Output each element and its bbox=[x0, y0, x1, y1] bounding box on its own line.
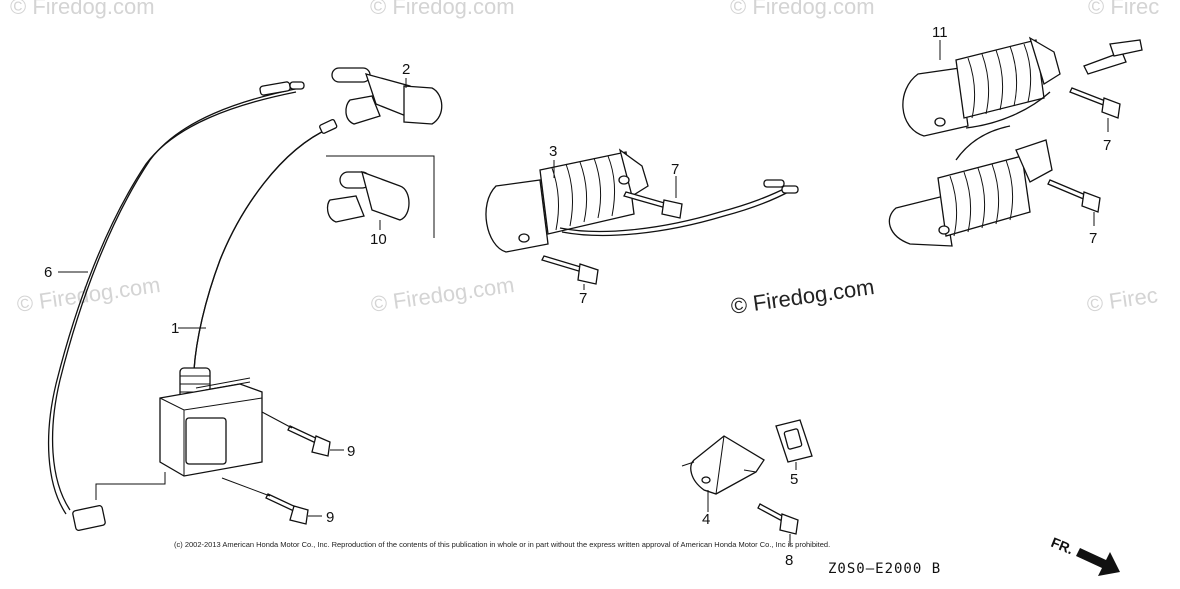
callout-10: 10 bbox=[370, 231, 387, 248]
callout-9-lower: 9 bbox=[326, 509, 334, 526]
part-11-lighting-coil bbox=[888, 36, 1061, 247]
watermark-top-edge: © Firec bbox=[1088, 0, 1159, 19]
callout-8: 8 bbox=[785, 552, 793, 569]
part-6-wire-harness bbox=[47, 81, 305, 531]
part-9-bolt-upper bbox=[261, 411, 344, 457]
part-10-plug-cap-alternate bbox=[326, 155, 435, 238]
front-indicator-label: FR. bbox=[1049, 534, 1076, 557]
part-8-bolt bbox=[757, 503, 799, 546]
callout-6: 6 bbox=[44, 264, 52, 281]
part-4-bracket bbox=[681, 435, 765, 512]
part-7-bolt-upper-middle bbox=[623, 176, 683, 219]
callout-7-upper-middle: 7 bbox=[671, 161, 679, 178]
callout-5: 5 bbox=[790, 471, 798, 488]
watermark-top-left: © Firedog.com bbox=[10, 0, 155, 19]
callout-3: 3 bbox=[549, 143, 557, 160]
part-5-plate bbox=[775, 419, 813, 470]
callout-7-lower-right: 7 bbox=[1089, 230, 1097, 247]
part-7-bolt-upper-right bbox=[1069, 39, 1143, 132]
callout-7-lower-middle: 7 bbox=[579, 290, 587, 307]
part-1-ignition-coil bbox=[159, 119, 338, 477]
watermark-mid-center: © Firedog.com bbox=[369, 272, 516, 317]
part-2-spark-plug-cap bbox=[331, 67, 443, 125]
callout-7-upper-right: 7 bbox=[1103, 137, 1111, 154]
part-7-bolt-lower-middle bbox=[541, 255, 599, 290]
watermark-top-center: © Firedog.com bbox=[370, 0, 515, 19]
part-7-bolt-lower-right bbox=[1047, 179, 1101, 226]
watermark-main: © Firedog.com bbox=[729, 274, 876, 319]
watermark-top-right: © Firedog.com bbox=[730, 0, 875, 19]
watermark-mid-right: © Firec bbox=[1085, 282, 1159, 317]
callout-9-upper: 9 bbox=[347, 443, 355, 460]
callout-1: 1 bbox=[171, 320, 179, 337]
copyright-notice: (c) 2002-2013 American Honda Motor Co., … bbox=[174, 540, 830, 549]
callout-labels: 1 2 3 4 5 6 7 7 7 7 8 9 9 10 11 bbox=[44, 24, 1111, 569]
part-9-bolt-lower bbox=[221, 477, 322, 525]
diagram-code: Z0S0—E2000 B bbox=[828, 561, 941, 577]
callout-4: 4 bbox=[702, 511, 710, 528]
part-3-charge-coil bbox=[485, 148, 799, 253]
callout-11: 11 bbox=[932, 24, 948, 41]
front-arrow-icon bbox=[1076, 548, 1120, 576]
front-indicator: FR. bbox=[1049, 534, 1120, 576]
callout-2: 2 bbox=[402, 61, 410, 78]
